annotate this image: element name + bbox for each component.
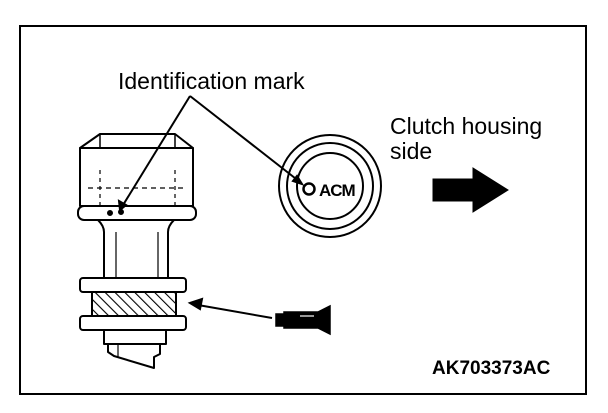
identification-mark-label: Identification mark	[118, 68, 305, 94]
apply-grease-arrow	[187, 297, 273, 319]
end-view-middle-ring	[286, 142, 374, 230]
end-view-inner-ring	[296, 152, 364, 220]
mount-lower-stem	[103, 329, 167, 345]
mount-lower-collar	[79, 315, 187, 331]
mount-flange	[77, 205, 197, 221]
direction-arrow-icon	[432, 167, 509, 213]
end-view-outer-ring	[278, 134, 382, 238]
identification-mark-dot	[107, 210, 113, 216]
identification-leaders	[117, 95, 305, 212]
acm-marking-text: ACM	[319, 181, 356, 200]
figure-frame	[19, 25, 587, 395]
identification-mark-circle	[302, 182, 316, 196]
clutch-housing-label-line1: Clutch housing	[390, 113, 543, 139]
mount-body	[79, 147, 194, 207]
mount-side-view	[77, 133, 197, 369]
mount-top-cap	[79, 133, 194, 149]
mount-upper-collar	[79, 277, 187, 293]
clutch-housing-label-line2: side	[390, 138, 433, 164]
mount-end-view	[278, 134, 382, 238]
mount-neck	[97, 219, 175, 279]
figure-code: AK703373AC	[432, 358, 551, 379]
grease-tube-icon	[275, 304, 331, 336]
mount-bottom-tip	[107, 343, 161, 369]
hatched-rubber-section	[91, 291, 177, 317]
clutch-housing-side-label: Clutch housing side	[390, 114, 542, 164]
